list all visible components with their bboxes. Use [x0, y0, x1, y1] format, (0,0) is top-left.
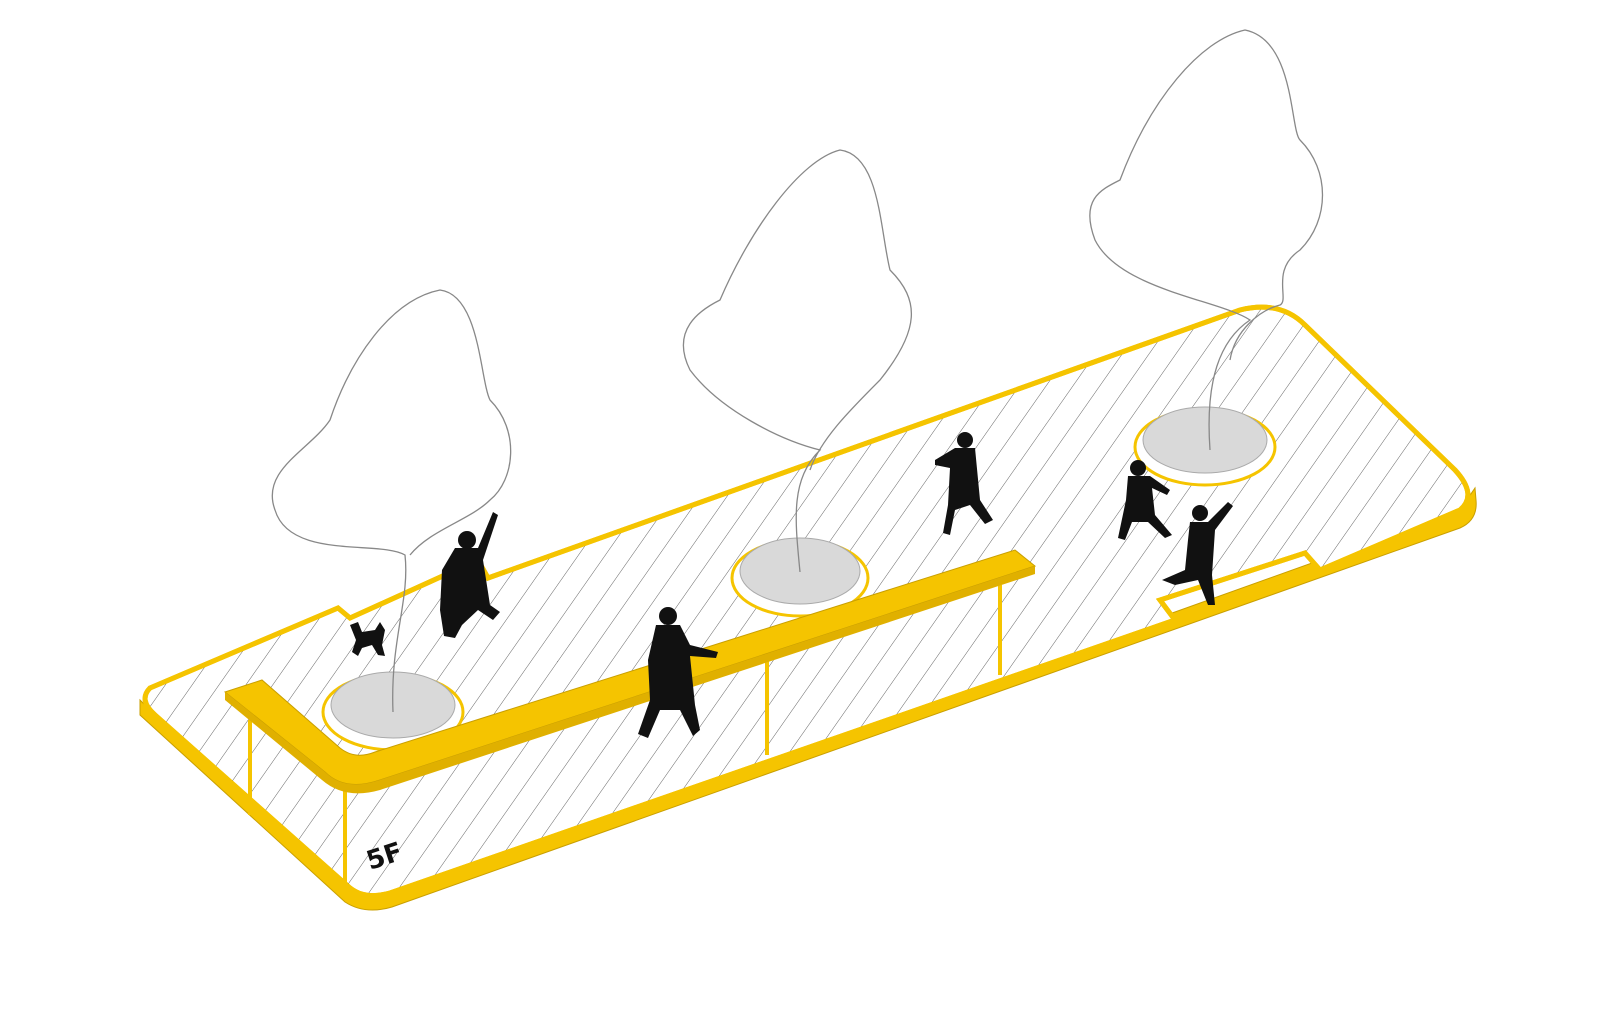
bench	[223, 549, 1037, 785]
person-figure	[1162, 502, 1233, 605]
person-figure	[440, 512, 500, 638]
planter	[1133, 406, 1277, 487]
dog-figure	[350, 622, 385, 656]
bench-posts	[248, 585, 1002, 885]
person-figure	[1118, 460, 1172, 540]
tree	[271, 29, 1324, 713]
person-figure	[638, 607, 718, 738]
deck-outline	[142, 304, 1471, 899]
person-figure	[935, 432, 993, 535]
